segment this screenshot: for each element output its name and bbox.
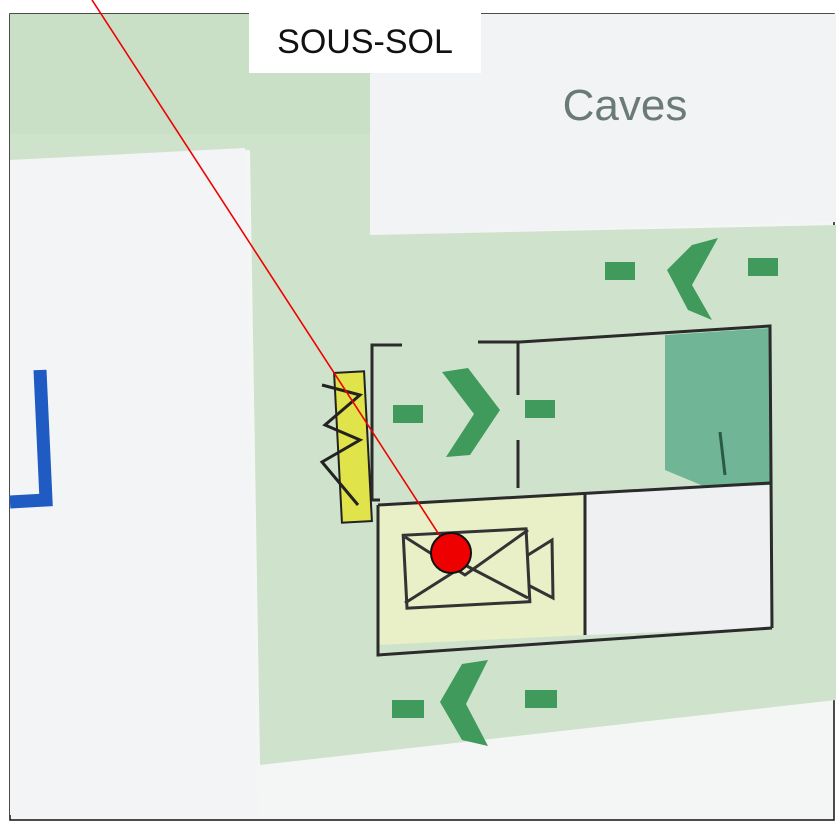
location-marker <box>430 532 472 574</box>
walls <box>370 324 774 657</box>
exit-arrow-top-icon <box>605 238 778 320</box>
right-room <box>585 485 772 635</box>
exit-arrow-bottom-icon <box>392 660 557 746</box>
annotation-line <box>91 0 452 554</box>
floor-label: SOUS-SOL <box>249 12 481 73</box>
stair-area <box>665 328 772 500</box>
blue-bracket <box>9 369 53 509</box>
left-room <box>10 148 258 815</box>
caves-room <box>370 14 836 235</box>
exit-arrow-right-icon <box>393 368 555 457</box>
room-label-caves: Caves <box>562 81 688 130</box>
